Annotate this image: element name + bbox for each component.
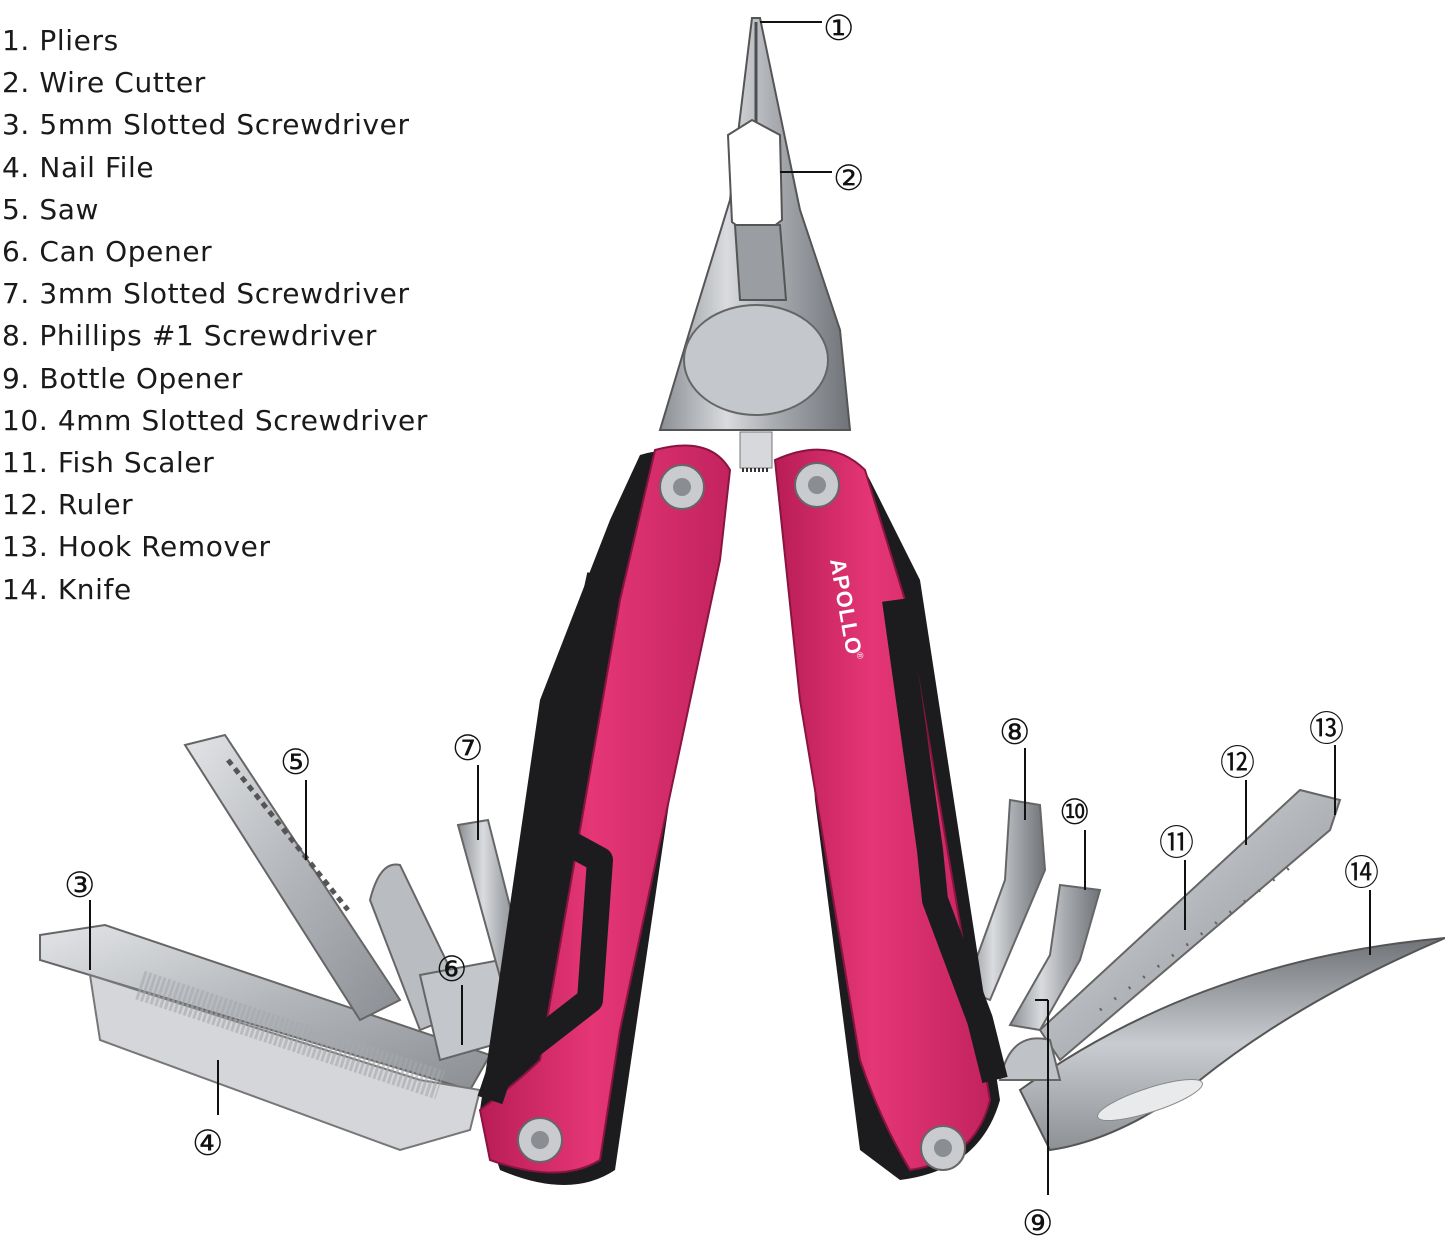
right-tools <box>963 788 1445 1152</box>
callout-1: ① <box>823 9 854 49</box>
legend-item: 5. Saw <box>2 192 100 226</box>
legend-item: 11. Fish Scaler <box>2 446 215 480</box>
legend-item: 7. 3mm Slotted Screwdriver <box>2 277 410 311</box>
legend-item: 4. Nail File <box>2 150 155 184</box>
legend-item: 9. Bottle Opener <box>2 361 243 395</box>
callout-9: ⑨ <box>1022 1204 1053 1244</box>
legend-item: 1. Pliers <box>2 24 119 57</box>
left-handle <box>477 444 732 1185</box>
callout-12: ⑫ <box>1220 744 1255 784</box>
tool-legend: 1. Pliers 2. Wire Cutter 3. 5mm Slotted … <box>2 20 428 611</box>
callout-3: ③ <box>64 866 95 906</box>
legend-item: 13. Hook Remover <box>2 530 271 564</box>
callout-11: ⑪ <box>1159 824 1194 864</box>
callout-14: ⑭ <box>1344 854 1379 894</box>
legend-item: 6. Can Opener <box>2 235 213 269</box>
callout-8: ⑧ <box>999 713 1030 753</box>
callout-5: ⑤ <box>280 743 311 783</box>
callouts: ① ② ③ ④ ⑤ ⑥ ⑦ ⑧ ⑨ ⑩ ⑪ ⑫ ⑬ ⑭ <box>64 9 1379 1244</box>
left-tools <box>39 733 532 1152</box>
callout-13: ⑬ <box>1309 710 1344 750</box>
leader-lines <box>89 21 1371 1195</box>
legend-item: 10. 4mm Slotted Screwdriver <box>2 403 429 437</box>
right-handle: APOLLO ® <box>773 448 1008 1181</box>
legend-item: 2. Wire Cutter <box>2 66 206 100</box>
callout-4: ④ <box>192 1124 223 1164</box>
callout-10: ⑩ <box>1059 793 1090 833</box>
brand-mark: ® <box>855 651 866 660</box>
callout-7: ⑦ <box>452 729 483 769</box>
legend-item: 8. Phillips #1 Screwdriver <box>2 319 377 353</box>
legend-item: 3. 5mm Slotted Screwdriver <box>2 108 410 142</box>
callout-6: ⑥ <box>436 950 467 990</box>
legend-item: 14. Knife <box>2 572 132 606</box>
callout-2: ② <box>833 159 864 199</box>
legend-item: 12. Ruler <box>2 488 134 522</box>
pliers-jaws <box>658 17 852 472</box>
